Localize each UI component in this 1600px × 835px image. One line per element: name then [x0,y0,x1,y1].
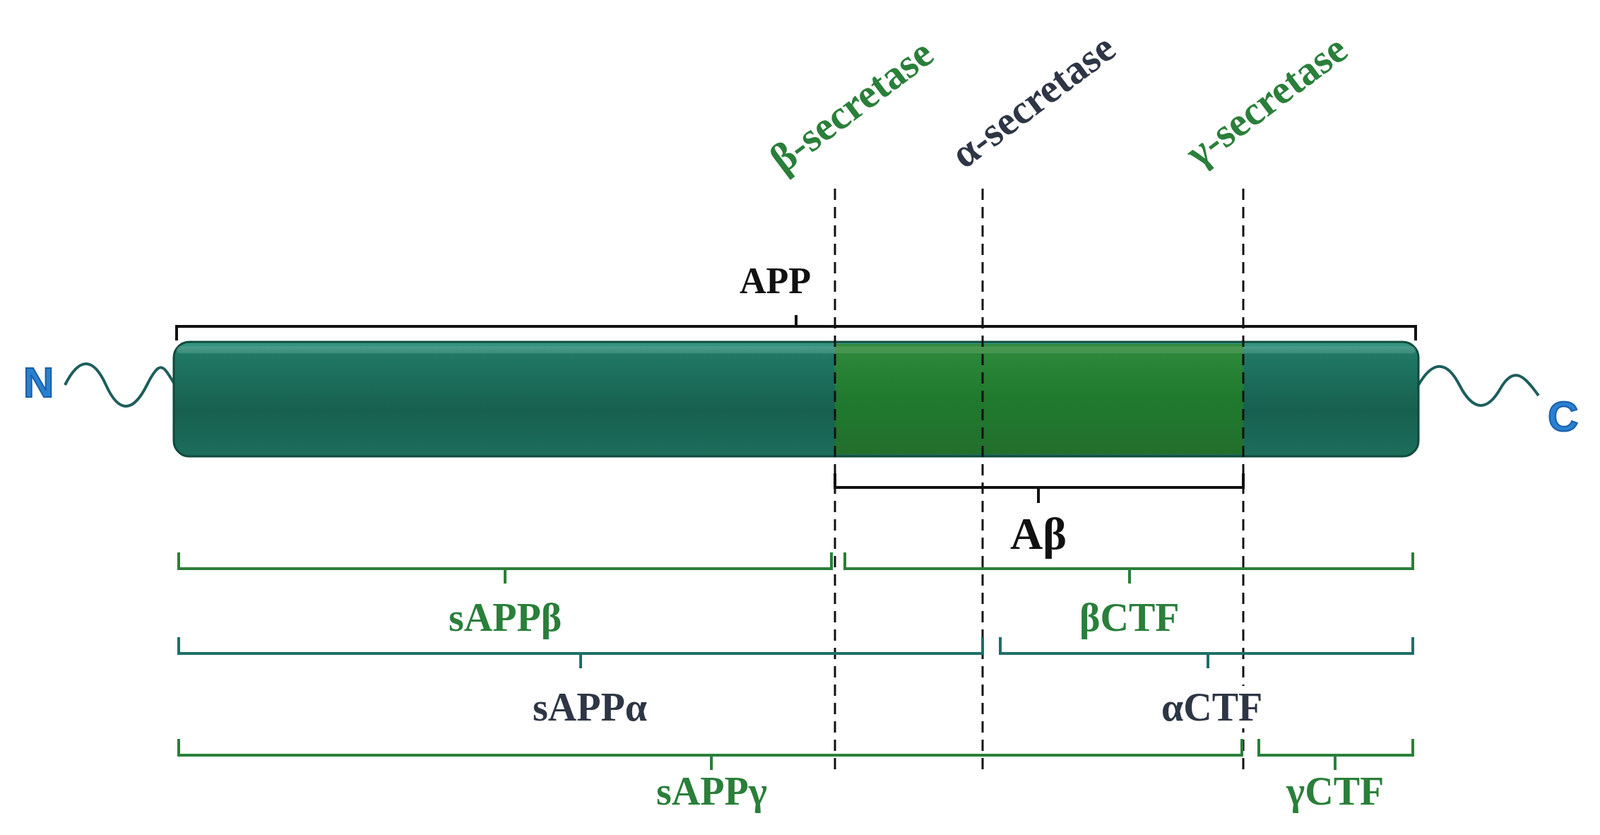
actf-bracket [1000,637,1413,669]
secretase-label: γ-secretase [1174,24,1359,179]
app-bar [173,341,1419,457]
sappg-bracket [178,738,1242,770]
secretase-label: β-secretase [758,28,945,184]
fragment-label: sAPPβ [444,596,566,639]
terminus-label: C [1543,394,1583,440]
gctf-bracket [1258,738,1413,770]
fragment-label: sAPPγ [652,769,772,813]
abeta-region [834,344,1244,455]
app-bracket [176,315,1416,341]
protein-label: APP [735,261,816,301]
c-tail [1418,366,1539,406]
fragment-label: sAPPα [528,685,652,729]
cut-lines [834,188,1244,770]
terminus-label: N [19,360,58,406]
abeta-bracket [834,473,1244,503]
fragment-label: αCTF [1157,685,1267,729]
secretase-label: α-secretase [939,23,1127,180]
bar-highlight [176,346,1416,354]
fragment-label: γCTF [1282,769,1389,813]
peptide-label: Aβ [1005,510,1071,559]
n-tail [64,363,176,407]
sappa-bracket [178,637,983,669]
sappb-bracket [178,552,832,584]
bctf-bracket [844,552,1413,584]
fragment-label: βCTF [1075,596,1184,639]
